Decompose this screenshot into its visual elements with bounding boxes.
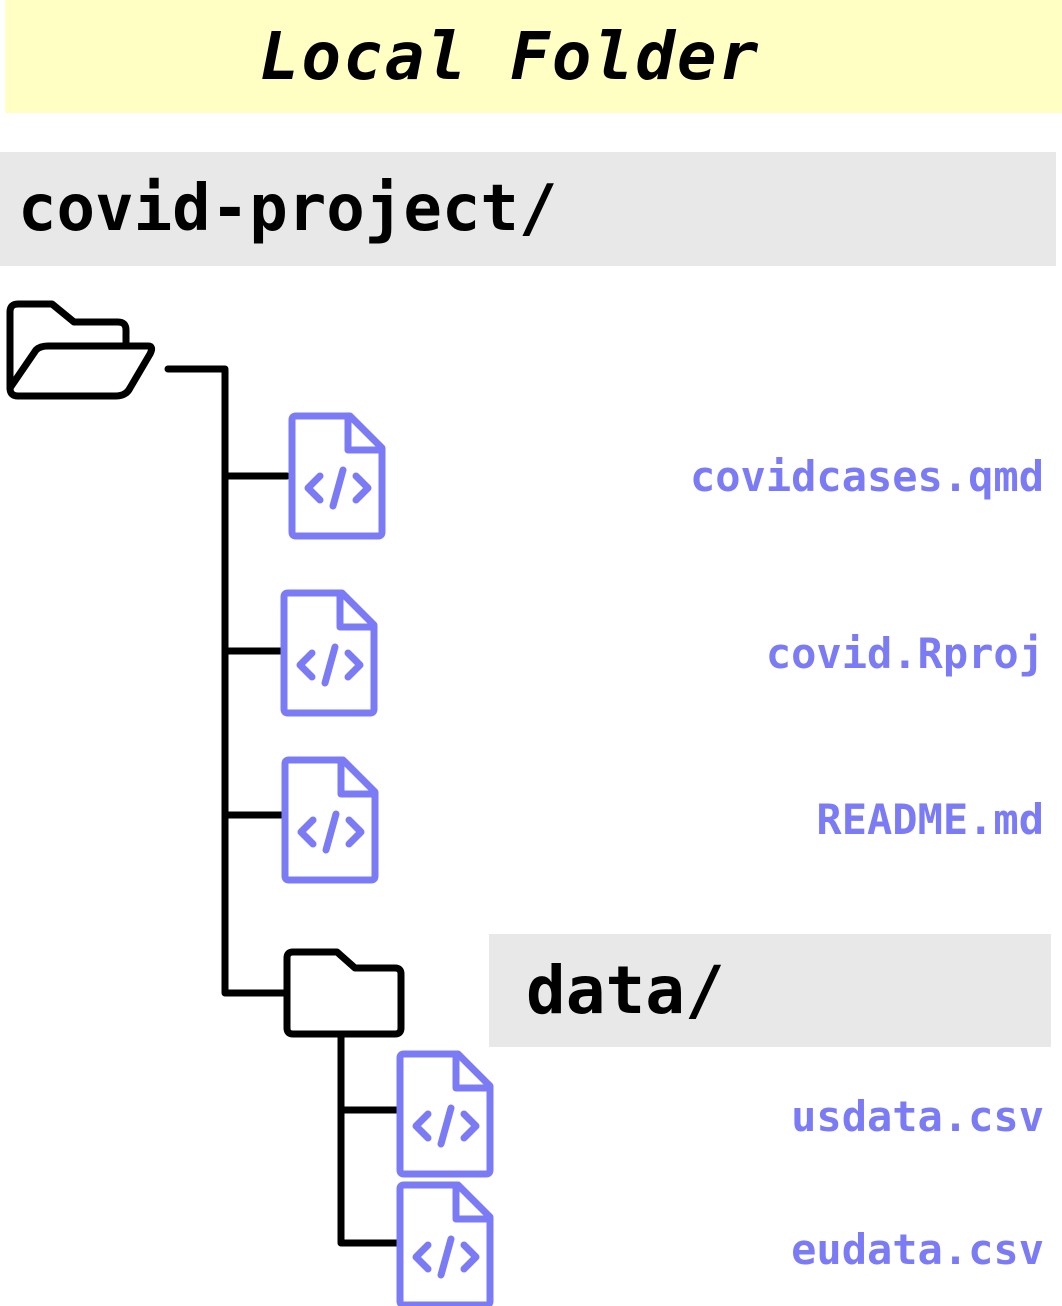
file-label-usdata: usdata.csv — [791, 1092, 1044, 1141]
diagram-title: Local Folder — [259, 18, 761, 95]
open-folder-icon — [6, 300, 156, 400]
root-folder-name: covid-project/ — [18, 172, 558, 246]
code-file-icon — [400, 1185, 490, 1305]
file-label-rproj: covid.Rproj — [765, 629, 1044, 678]
root-folder-banner: covid-project/ — [0, 152, 1056, 266]
code-file-icon — [284, 593, 374, 713]
code-file-icon — [285, 760, 375, 880]
file-label-covidcases: covidcases.qmd — [689, 452, 1044, 501]
tree-lines — [164, 365, 402, 1247]
subfolder-banner: data/ — [489, 934, 1051, 1047]
file-label-readme: README.md — [816, 795, 1044, 844]
subfolder-name: data/ — [526, 952, 725, 1029]
file-label-eudata: eudata.csv — [791, 1225, 1044, 1274]
code-file-icon — [292, 416, 382, 536]
folder-icon — [283, 948, 405, 1038]
title-banner: Local Folder — [5, 0, 1062, 113]
code-file-icon — [400, 1054, 490, 1174]
